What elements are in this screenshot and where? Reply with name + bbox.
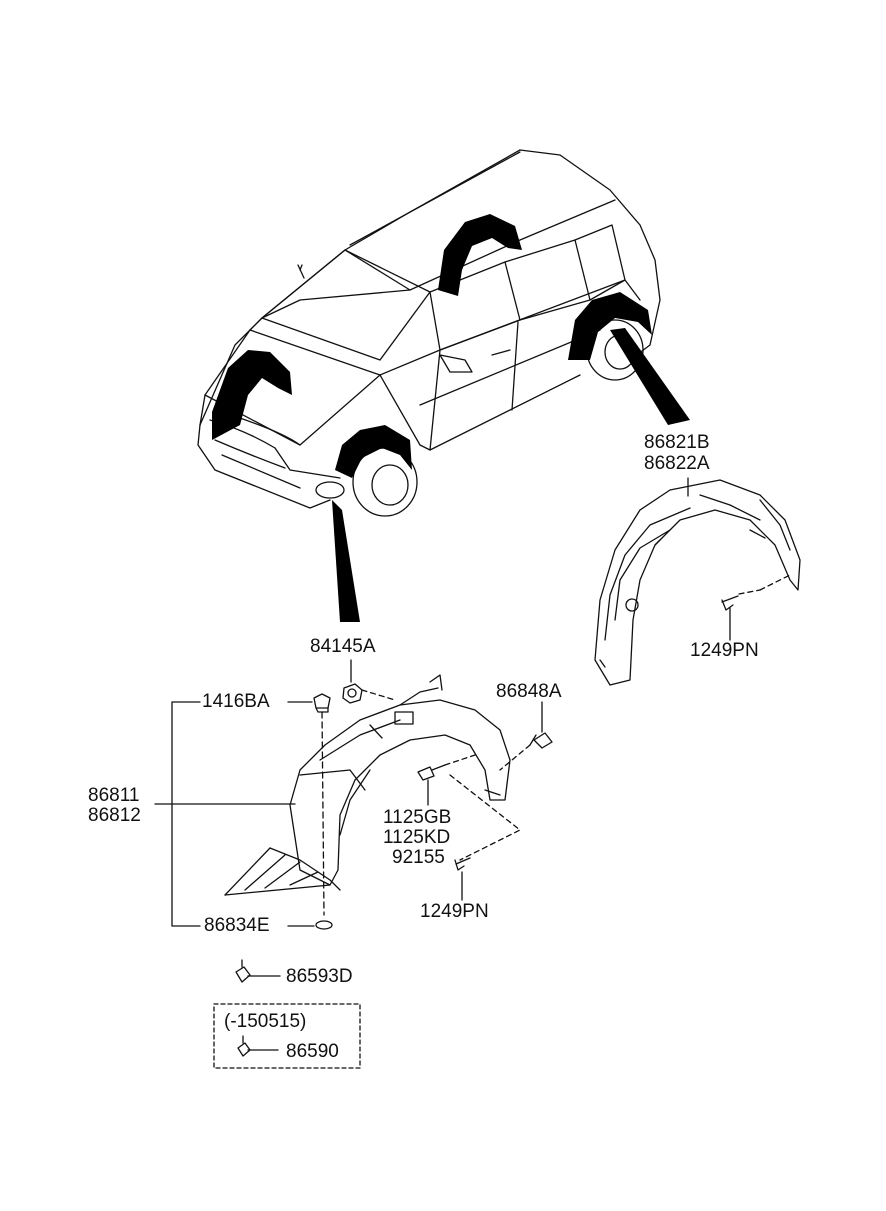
- label-86834e: 86834E: [204, 915, 270, 936]
- front-wheel-liner: [224, 674, 511, 896]
- fastener-icon: [235, 959, 281, 983]
- rear-screw-icon: [721, 574, 791, 641]
- car-illustration: [197, 149, 690, 622]
- label-1125gb: 1125GB: [383, 807, 452, 828]
- label-rear-1249pn: 1249PN: [690, 640, 759, 661]
- label-86590: 86590: [286, 1041, 339, 1062]
- label-86821b: 86821B: [644, 432, 710, 453]
- front-screw-icon: [454, 857, 471, 901]
- label-84145a: 84145A: [310, 636, 376, 657]
- label-86593d: 86593D: [286, 966, 353, 987]
- label-92155: 92155: [392, 847, 445, 868]
- dashed-box: [213, 1003, 361, 1069]
- bolt-icon: [417, 754, 521, 861]
- clip-icon: [499, 701, 553, 771]
- rear-wheel-liner: [594, 477, 801, 686]
- grommet-icon: [287, 693, 331, 916]
- label-front-1249pn: 1249PN: [420, 901, 489, 922]
- label-86848a: 86848A: [496, 681, 562, 702]
- label-86811: 86811: [88, 785, 140, 806]
- label-1416ba: 1416BA: [202, 691, 270, 712]
- label-1125kd: 1125KD: [383, 827, 451, 848]
- label-86812: 86812: [88, 805, 141, 826]
- label-bracket: [154, 701, 296, 927]
- label-range: (-150515): [224, 1011, 307, 1032]
- nut-icon: [342, 659, 396, 704]
- label-86822a: 86822A: [644, 453, 710, 474]
- washer-icon: [287, 920, 333, 930]
